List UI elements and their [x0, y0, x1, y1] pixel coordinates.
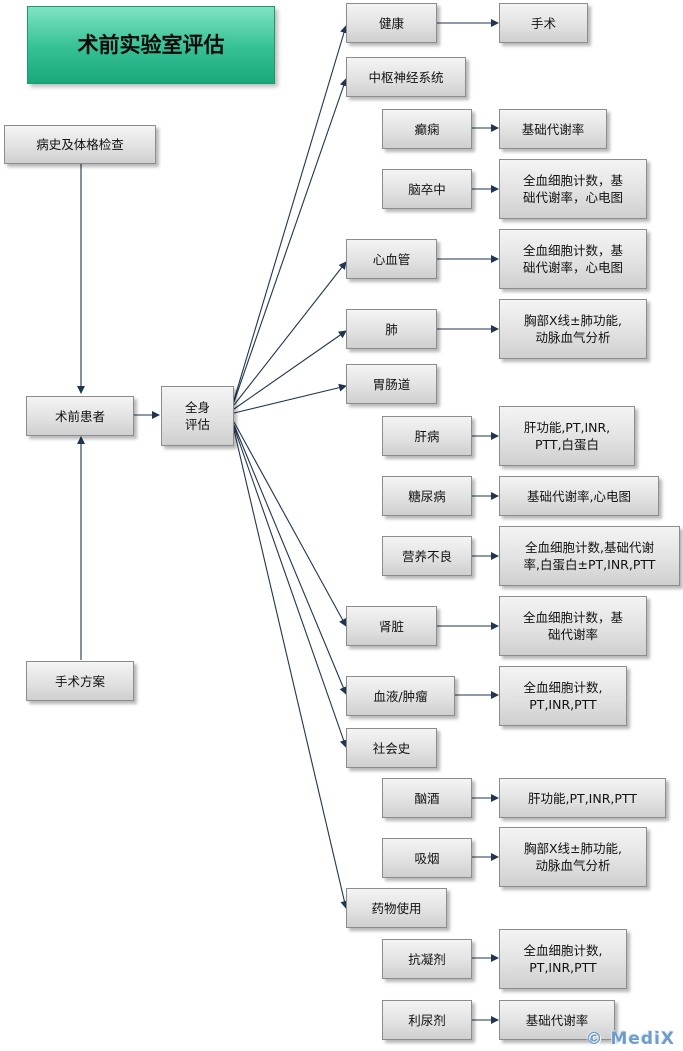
category-lung: 肺 [346, 309, 437, 349]
edge-whole-blood [233, 424, 348, 695]
edge-whole-lung [233, 330, 347, 410]
sub-stroke: 脑卒中 [382, 169, 472, 209]
diagram-title: 术前实验室评估 [27, 6, 275, 84]
edge-whole-gi [233, 383, 347, 414]
category-blood-tumor: 血液/肿瘤 [346, 676, 455, 716]
test-epilepsy: 基础代谢率 [499, 109, 607, 149]
test-malnutrition: 全血细胞计数,基础代谢 率,白蛋白±PT,INR,PTT [499, 526, 680, 586]
test-lung: 胸部X线±肺功能, 动脉血气分析 [499, 299, 647, 359]
test-diabetes: 基础代谢率,心电图 [499, 476, 659, 516]
medix-watermark: © MediX [585, 1029, 675, 1049]
edge-whole-cns [233, 78, 348, 403]
sub-epilepsy: 癫痫 [382, 109, 472, 149]
edge-whole-drug [233, 429, 349, 909]
sub-anticoagulant: 抗凝剂 [382, 939, 472, 979]
category-cns: 中枢神经系统 [346, 57, 466, 97]
patient-node: 术前患者 [26, 396, 134, 436]
test-stroke: 全血细胞计数，基 础代谢率，心电图 [499, 159, 647, 219]
category-kidney: 肾脏 [346, 606, 437, 646]
sub-diabetes: 糖尿病 [382, 476, 472, 516]
test-surgery: 手术 [499, 3, 588, 43]
surgery-plan-node: 手术方案 [26, 661, 134, 701]
edge-whole-social [233, 426, 348, 748]
edge-whole-cardio [233, 261, 347, 406]
sub-smoking: 吸烟 [382, 838, 472, 878]
edge-whole-health [233, 25, 348, 401]
test-alcohol: 肝功能,PT,INR,PTT [499, 778, 666, 818]
test-smoking: 胸部X线±肺功能, 动脉血气分析 [499, 827, 647, 887]
category-gi: 胃肠道 [346, 364, 437, 404]
test-liver: 肝功能,PT,INR, PTT,白蛋白 [499, 406, 635, 466]
test-anticoagulant: 全血细胞计数, PT,INR,PTT [499, 929, 627, 989]
category-cardiovascular: 心血管 [346, 239, 437, 279]
edge-whole-kidney [233, 421, 347, 627]
test-kidney: 全血细胞计数，基 础代谢率 [499, 596, 647, 656]
sub-alcohol: 酗酒 [382, 778, 472, 818]
test-blood-tumor: 全血细胞计数, PT,INR,PTT [499, 666, 627, 726]
category-social-history: 社会史 [346, 728, 437, 768]
sub-malnutrition: 营养不良 [382, 536, 472, 576]
test-cardiovascular: 全血细胞计数，基 础代谢率，心电图 [499, 229, 647, 289]
whole-body-assessment-node: 全身 评估 [161, 386, 234, 446]
sub-liver-disease: 肝病 [382, 416, 472, 456]
history-exam-node: 病史及体格检查 [4, 125, 156, 164]
category-drug-use: 药物使用 [346, 888, 447, 928]
sub-diuretic: 利尿剂 [382, 1000, 472, 1040]
category-health: 健康 [346, 3, 437, 43]
test-diuretic: 基础代谢率 [499, 1000, 615, 1040]
